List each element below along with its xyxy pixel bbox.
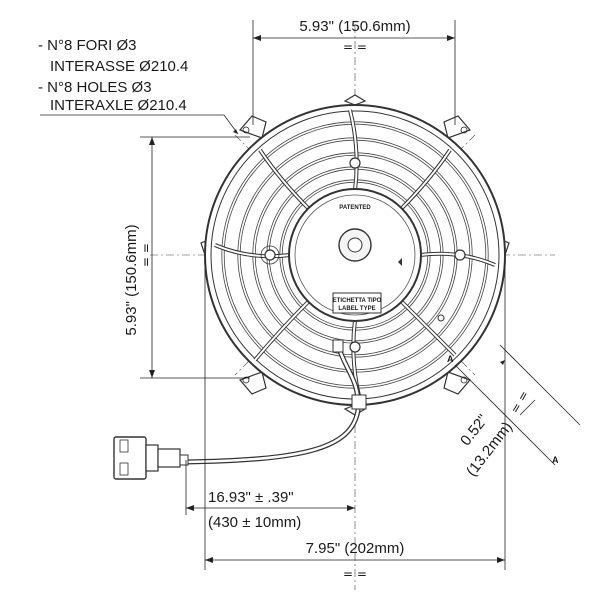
note-leader: [40, 114, 239, 135]
note-line-1: - N°8 FORI Ø3: [38, 37, 137, 54]
top-width-dimension: 5.93" (150.6mm) = =: [252, 18, 456, 125]
hole-notes: - N°8 FORI Ø3 INTERASSE Ø210.4 - N°8 HOL…: [38, 37, 188, 114]
fan-body: [200, 94, 510, 416]
cable-length-inch-label: 16.93" ± .39": [208, 489, 294, 506]
top-width-label: 5.93" (150.6mm): [299, 18, 410, 35]
power-cable: [184, 339, 367, 465]
hub-label-type-en: LABEL TYPE: [338, 306, 375, 312]
left-equal-mark: = =: [139, 243, 153, 267]
section-marker-bottom: A: [552, 455, 559, 465]
overall-width-label: 7.95" (202mm): [306, 540, 405, 557]
bottom-equal-mark: = =: [343, 567, 367, 581]
depth-dimension: A A 0.52" (13.2mm) = =: [447, 344, 581, 480]
connector-plug: [113, 436, 189, 480]
depth-equal-mark: = =: [507, 388, 531, 416]
overall-width-dimension: 7.95" (202mm) = =: [204, 260, 506, 581]
left-height-dimension: 5.93" (150.6mm) = =: [123, 136, 250, 379]
note-line-4: INTERAXLE Ø210.4: [50, 97, 187, 114]
cable-length-mm-label: (430 ± 10mm): [208, 514, 301, 531]
hub-patented-text: PATENTED: [339, 205, 371, 211]
cable-length-dimension: 16.93" ± .39" (430 ± 10mm): [185, 460, 355, 531]
section-marker-top: A: [447, 354, 454, 364]
hub-label-type-it: ETICHETTA TIPO: [333, 298, 382, 304]
top-equal-mark: = =: [343, 40, 367, 54]
note-line-2: INTERASSE Ø210.4: [50, 58, 188, 75]
note-line-3: - N°8 HOLES Ø3: [38, 79, 152, 96]
left-height-label: 5.93" (150.6mm): [123, 224, 140, 335]
